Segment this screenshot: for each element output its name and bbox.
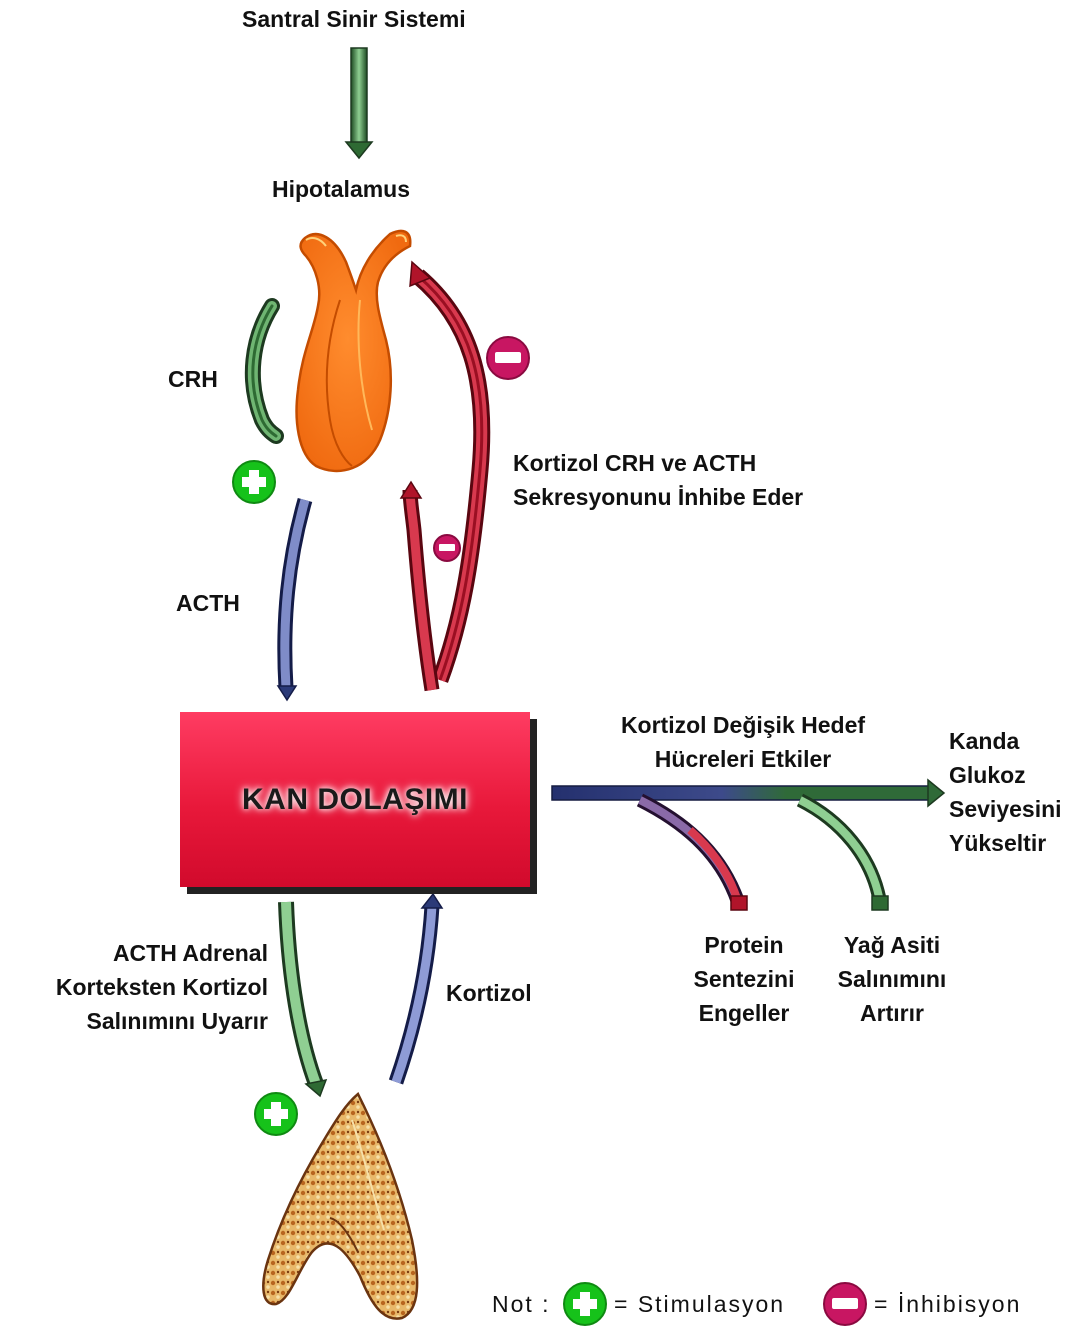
legend-inhibition: = İnhibisyon bbox=[874, 1287, 1021, 1321]
acth-arrow bbox=[278, 500, 305, 700]
fat-text-line2: Salınımını bbox=[822, 962, 962, 996]
adrenal-text-line1: ACTH Adrenal bbox=[4, 936, 268, 970]
plus-icon bbox=[233, 461, 275, 503]
fat-text-line3: Artırır bbox=[822, 996, 962, 1030]
legend-prefix: Not : bbox=[492, 1287, 551, 1321]
feedback-red-arrows bbox=[401, 262, 482, 690]
legend-stimulation: = Stimulasyon bbox=[614, 1287, 785, 1321]
adrenal-to-blood-arrow bbox=[396, 894, 442, 1082]
legend-minus-icon bbox=[824, 1283, 866, 1325]
glucose-text-line3: Seviyesini bbox=[949, 792, 1062, 826]
cns-label: Santral Sinir Sistemi bbox=[242, 2, 466, 36]
minus-icon bbox=[434, 535, 460, 561]
feedback-text-line2: Sekresyonunu İnhibe Eder bbox=[513, 480, 803, 514]
target-cells-arrow bbox=[552, 780, 944, 910]
protein-text-line2: Sentezini bbox=[674, 962, 814, 996]
pituitary-illustration bbox=[297, 231, 411, 471]
glucose-text-line2: Glukoz bbox=[949, 758, 1026, 792]
blood-to-adrenal-arrow bbox=[286, 902, 326, 1096]
fat-text-line1: Yağ Asiti bbox=[822, 928, 962, 962]
blood-circulation-box: KAN DOLAŞIMI bbox=[180, 712, 530, 887]
targets-text-line1: Kortizol Değişik Hedef bbox=[560, 708, 926, 742]
protein-text-line1: Protein bbox=[674, 928, 814, 962]
hypothalamus-label: Hipotalamus bbox=[272, 172, 410, 206]
cns-to-hypothalamus-arrow bbox=[346, 48, 372, 158]
adrenal-text-line2: Korteksten Kortizol bbox=[4, 970, 268, 1004]
plus-icon bbox=[255, 1093, 297, 1135]
glucose-text-line1: Kanda bbox=[949, 724, 1019, 758]
legend-plus-icon bbox=[564, 1283, 606, 1325]
adrenal-text-line3: Salınımını Uyarır bbox=[4, 1004, 268, 1038]
crh-label: CRH bbox=[168, 362, 218, 396]
blood-label: KAN DOLAŞIMI bbox=[242, 783, 468, 817]
crh-arrow bbox=[253, 306, 276, 436]
acth-label: ACTH bbox=[176, 586, 240, 620]
feedback-text-line1: Kortizol CRH ve ACTH bbox=[513, 446, 756, 480]
cortisol-label: Kortizol bbox=[446, 976, 532, 1010]
minus-icon bbox=[487, 337, 529, 379]
protein-text-line3: Engeller bbox=[674, 996, 814, 1030]
glucose-text-line4: Yükseltir bbox=[949, 826, 1046, 860]
targets-text-line2: Hücreleri Etkiler bbox=[560, 742, 926, 776]
